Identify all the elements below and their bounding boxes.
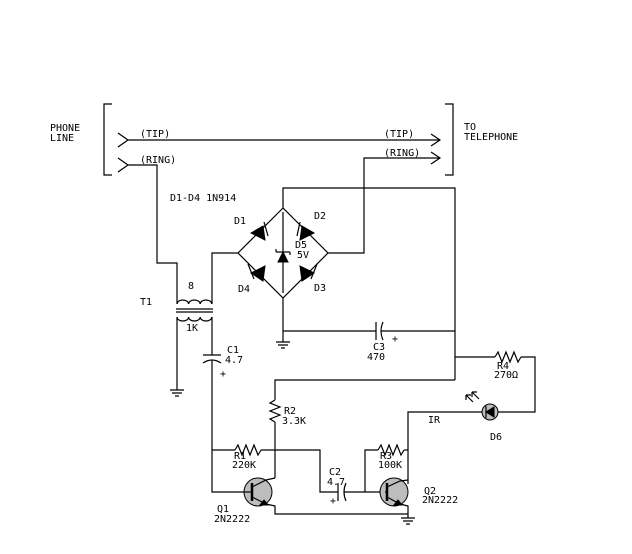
c2-value: 4.7 <box>327 477 345 488</box>
zener-d5 <box>275 249 291 263</box>
tip-label: (TIP) <box>384 129 414 140</box>
diode-d3 <box>299 263 318 282</box>
c2-label: C2 <box>329 467 341 478</box>
c1-label: C1 <box>227 345 239 356</box>
r1-wire <box>261 449 338 493</box>
q1-part: 2N2222 <box>214 514 250 525</box>
transformer-t1 <box>176 280 213 390</box>
c3-value: 470 <box>367 352 385 363</box>
r3-value: 100K <box>378 460 402 471</box>
phone-line-label: LINE <box>50 133 74 144</box>
d1-label: D1 <box>234 216 246 227</box>
resistor-r4 <box>494 350 522 364</box>
c3-polarity: + <box>392 334 398 345</box>
diode-spec-label: D1-D4 1N914 <box>170 193 236 204</box>
input-connectors <box>117 132 130 173</box>
d2-label: D2 <box>314 211 326 222</box>
d5-value: 5V <box>297 250 309 261</box>
t1-label: T1 <box>140 297 152 308</box>
d6-label: D6 <box>490 432 502 443</box>
led-wire <box>407 411 482 484</box>
d4-label: D4 <box>238 284 250 295</box>
q2-part: 2N2222 <box>422 495 458 506</box>
q2-label: Q2 <box>424 486 436 497</box>
diode-d2 <box>296 221 316 241</box>
ring-output-wire <box>345 157 440 254</box>
r1-label: R1 <box>234 451 246 462</box>
ring-input-wire <box>128 164 178 280</box>
capacitor-c3 <box>283 321 455 341</box>
d3-label: D3 <box>314 283 326 294</box>
c3-label: C3 <box>373 342 385 353</box>
r4-label: R4 <box>497 361 509 372</box>
diode-d1 <box>249 221 269 241</box>
output-connectors <box>430 133 442 165</box>
d5-label: D5 <box>295 240 307 251</box>
r4-value: 270Ω <box>494 370 518 381</box>
t1-primary-label: 8 <box>188 281 194 292</box>
supply-wire <box>274 379 455 400</box>
r3-wire <box>364 449 378 492</box>
capacitor-c1 <box>202 354 244 493</box>
resistor-r3 <box>377 443 405 457</box>
ground-symbol <box>276 341 290 349</box>
phone-line-bracket <box>103 103 454 176</box>
supply-wire <box>497 356 536 413</box>
r2-label: R2 <box>284 406 296 417</box>
r3-label: R3 <box>380 451 392 462</box>
to-telephone-label: TO <box>464 122 476 133</box>
transistor-q1 <box>243 477 276 507</box>
phone-line-label: PHONE <box>50 123 80 134</box>
resistor-r1 <box>234 443 262 457</box>
ring-label: (RING) <box>140 155 176 166</box>
ring-label: (RING) <box>384 148 420 159</box>
to-telephone-label: TELEPHONE <box>464 132 518 143</box>
resistor-r2 <box>268 399 282 423</box>
t1-secondary-label: 1K <box>186 323 198 334</box>
q1-emitter-wire <box>265 503 408 515</box>
c2-polarity: + <box>330 496 336 507</box>
r1-value: 220K <box>232 460 256 471</box>
q1-label: Q1 <box>217 504 229 515</box>
led-d6 <box>465 391 499 421</box>
diode-d4 <box>247 263 266 282</box>
r2-value: 3.3K <box>282 416 306 427</box>
c1-value: 4.7 <box>225 355 243 366</box>
ground-symbol <box>170 389 184 397</box>
ground-symbol <box>401 517 415 525</box>
ir-label: IR <box>428 415 441 426</box>
transistor-q2 <box>379 477 409 518</box>
c1-polarity: + <box>220 369 226 380</box>
tip-label: (TIP) <box>140 129 170 140</box>
